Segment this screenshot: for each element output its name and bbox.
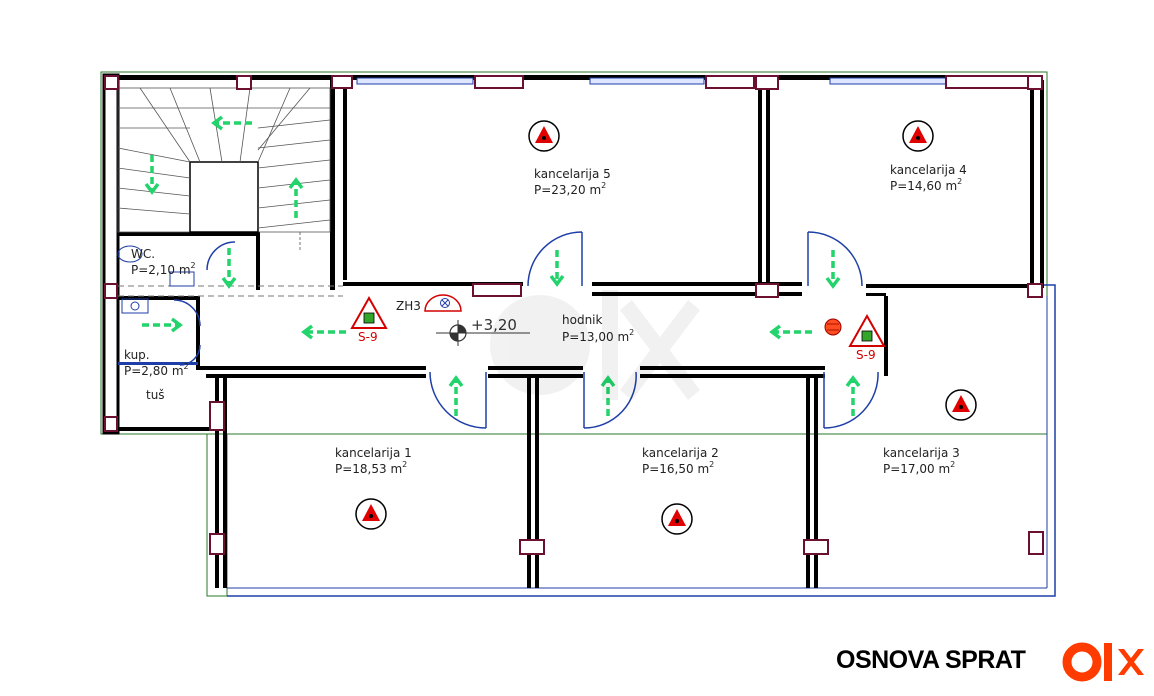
windows [356, 77, 947, 85]
room-name-kancelarija-1: kancelarija 1 [335, 446, 412, 460]
level-value: +3,20 [471, 316, 517, 334]
room-labels: kancelarija 5 P=23,20 m2 kancelarija 4 P… [124, 163, 967, 476]
exit-arrow-icon [448, 375, 464, 416]
fire-extinguisher-icon: S-9 [350, 295, 388, 344]
room-extra-tus: tuš [146, 388, 165, 402]
bathroom-fixtures [117, 245, 195, 314]
exit-arrow-icon [845, 375, 861, 416]
exit-arrow-icon [549, 250, 565, 287]
exit-arrow-icon [288, 177, 304, 218]
terrace-outline [100, 71, 1048, 435]
exit-arrow-icon [211, 115, 252, 131]
level-marker: +3,20 [436, 316, 530, 346]
smoke-detector-icon [824, 318, 842, 336]
columns [104, 75, 1044, 555]
extinguisher-label: S-9 [358, 330, 378, 344]
fire-alarm-icon [902, 120, 934, 152]
exit-arrow-icon [769, 324, 812, 340]
fire-alarm-icon [528, 120, 560, 152]
room-name-kancelarija-5: kancelarija 5 [534, 167, 611, 181]
exit-arrow-icon [142, 317, 183, 333]
exit-arrow-icon [301, 324, 346, 340]
room-name-wc: WC. [131, 247, 155, 261]
fire-alarm-icon [355, 498, 387, 530]
hydrant-label: ZH3 [396, 299, 421, 313]
room-area-kancelarija-1: P=18,53 m2 [335, 460, 407, 476]
exit-arrow-icon [221, 248, 237, 289]
doors [173, 231, 879, 429]
balcony-outline [227, 284, 1056, 597]
room-name-kancelarija-3: kancelarija 3 [883, 446, 960, 460]
watermark-logo [490, 290, 700, 400]
room-name-kancelarija-4: kancelarija 4 [890, 163, 967, 177]
exit-arrow-icon [825, 250, 841, 289]
walls [102, 73, 1044, 588]
room-area-kancelarija-3: P=17,00 m2 [883, 460, 955, 476]
fire-extinguisher-icon: S-9 [848, 313, 886, 362]
room-area-wc: P=2,10 m2 [131, 261, 196, 277]
olx-logo [1062, 642, 1144, 682]
fire-alarms [355, 120, 977, 535]
exit-arrows [142, 115, 861, 416]
exit-arrow-icon [144, 155, 160, 195]
room-area-kancelarija-2: P=16,50 m2 [642, 460, 714, 476]
staircase [117, 87, 331, 250]
room-area-kancelarija-4: P=14,60 m2 [890, 177, 962, 193]
room-area-kancelarija-5: P=23,20 m2 [534, 181, 606, 197]
exit-arrow-icon [600, 375, 616, 416]
room-area-hodnik: P=13,00 m2 [562, 328, 634, 344]
plan-title: OSNOVA SPRAT [836, 646, 1026, 674]
fire-alarm-icon [661, 503, 693, 535]
room-name-kancelarija-2: kancelarija 2 [642, 446, 719, 460]
fire-alarm-icon [945, 389, 977, 421]
room-area-kup: P=2,80 m2 [124, 362, 189, 378]
extinguisher-label: S-9 [856, 348, 876, 362]
room-name-kup: kup. [124, 348, 150, 362]
room-name-hodnik: hodnik [562, 313, 603, 327]
hydrant-icon: ZH3 [396, 294, 462, 313]
